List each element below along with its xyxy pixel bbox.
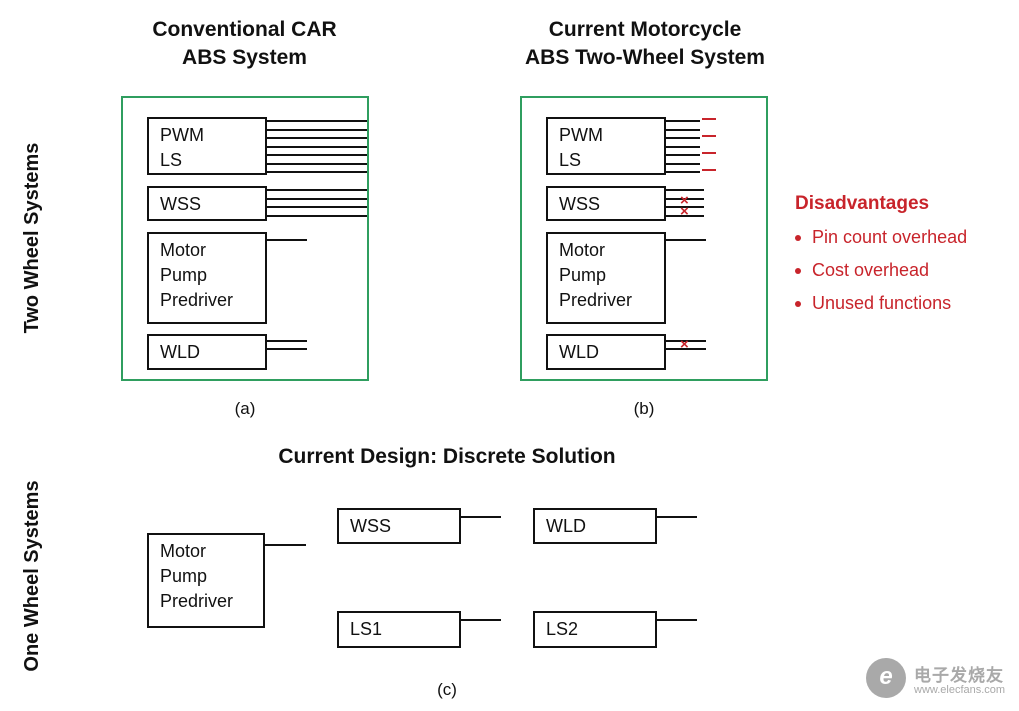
block-label: WSS — [350, 516, 392, 536]
ls1-pins-c — [461, 619, 501, 623]
wss-pins-b — [666, 189, 704, 219]
bullet-icon — [795, 300, 801, 307]
block-label: Pump — [160, 566, 208, 586]
panel-a-title: Conventional CAR ABS System — [112, 16, 377, 72]
block-label: Pump — [160, 265, 208, 285]
ls2-block-c: LS2 — [533, 611, 657, 648]
wld-pins-b — [666, 340, 706, 352]
motor-pins-c — [265, 544, 306, 548]
wld-block-c: WLD — [533, 508, 657, 544]
panel-c-title: Current Design: Discrete Solution — [278, 445, 616, 468]
bullet-icon — [795, 267, 801, 274]
block-label: WLD — [160, 342, 200, 362]
disadvantage-item: Unused functions — [795, 293, 951, 314]
watermark-site: www.elecfans.com — [914, 684, 1006, 696]
wss-pins-a — [267, 189, 367, 219]
unused-pin-markers — [702, 118, 716, 172]
block-label: WSS — [559, 194, 601, 214]
block-label: Pump — [559, 265, 607, 285]
block-label: LS — [160, 150, 183, 170]
unused-pin-x-icon: × — [680, 336, 689, 353]
disadvantage-text: Unused functions — [812, 293, 952, 313]
disadvantage-item: Cost overhead — [795, 260, 929, 281]
elecfans-logo-icon: e — [866, 658, 906, 698]
pwm-ls-block-a: PWM LS — [147, 117, 267, 175]
block-label: LS1 — [350, 619, 383, 639]
motor-pump-predriver-block-b: Motor Pump Predriver — [546, 232, 666, 324]
pwm-ls-block-b: PWM LS — [546, 117, 666, 175]
bullet-icon — [795, 234, 801, 241]
motor-pins-a — [267, 239, 307, 243]
unused-pin-x-icon: × — [680, 192, 689, 209]
block-label: PWM — [160, 125, 204, 145]
pwm-ls-pins-b — [666, 120, 700, 174]
block-label: PWM — [559, 125, 603, 145]
ls2-pins-c — [657, 619, 697, 623]
block-label: WSS — [160, 194, 202, 214]
panel-b-box — [520, 96, 768, 381]
panel-b-caption: (b) — [633, 399, 655, 418]
block-label: Motor — [160, 240, 207, 260]
block-label: Predriver — [160, 591, 234, 611]
panel-b-title-line1: Current Motorcycle — [548, 18, 742, 41]
wld-pins-c — [657, 516, 697, 520]
ls1-block-c: LS1 — [337, 611, 461, 648]
motor-pump-predriver-block-c: Motor Pump Predriver — [147, 533, 265, 628]
wld-block-b: WLD — [546, 334, 666, 370]
wld-pins-a — [267, 340, 307, 352]
disadvantages-title: Disadvantages — [795, 193, 930, 214]
panel-a-title-line1: Conventional CAR — [152, 18, 337, 41]
block-label: WLD — [546, 516, 586, 536]
watermark-brand: 电子发烧友 — [914, 666, 1004, 685]
block-label: LS2 — [546, 619, 579, 639]
block-label: Predriver — [559, 290, 633, 310]
one-wheel-systems-label: One Wheel Systems — [21, 480, 43, 672]
motor-pins-b — [666, 239, 706, 243]
panel-b-title: Current Motorcycle ABS Two-Wheel System — [505, 16, 785, 72]
pwm-ls-pins-a — [267, 120, 367, 174]
wss-block-a: WSS — [147, 186, 267, 221]
two-wheel-systems-label: Two Wheel Systems — [21, 142, 43, 334]
wss-block-b: WSS — [546, 186, 666, 221]
disadvantage-text: Cost overhead — [812, 260, 930, 280]
unused-pin-x-icon: × — [680, 203, 689, 220]
panel-c-caption: (c) — [437, 680, 457, 699]
motor-pump-predriver-block-a: Motor Pump Predriver — [147, 232, 267, 324]
block-label: LS — [559, 150, 582, 170]
panel-a-title-line2: ABS System — [182, 46, 307, 69]
wld-block-a: WLD — [147, 334, 267, 370]
block-label: Motor — [559, 240, 606, 260]
panel-b-title-line2: ABS Two-Wheel System — [525, 46, 765, 69]
block-label: Predriver — [160, 290, 234, 310]
disadvantage-text: Pin count overhead — [812, 227, 968, 247]
panel-a-caption: (a) — [234, 399, 256, 418]
wss-pins-c — [461, 516, 501, 520]
disadvantage-item: Pin count overhead — [795, 227, 967, 248]
block-label: WLD — [559, 342, 599, 362]
block-label: Motor — [160, 541, 207, 561]
wss-block-c: WSS — [337, 508, 461, 544]
panel-a-box — [121, 96, 369, 381]
